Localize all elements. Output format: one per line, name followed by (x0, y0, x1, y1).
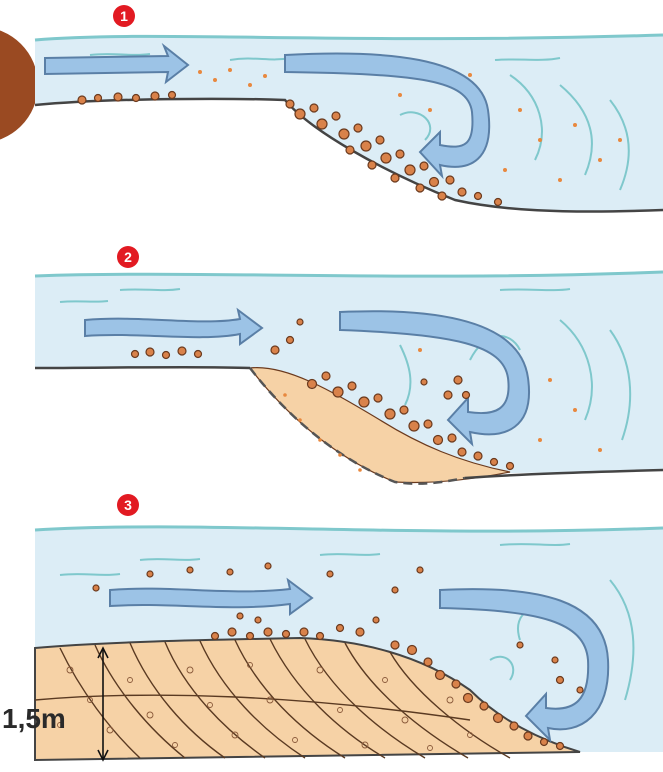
panel-2-surface-line (35, 272, 663, 276)
panel-1: 1 (35, 5, 663, 212)
panel-3: 1,5m 3 (2, 494, 663, 760)
panel-2-marker-number: 2 (124, 249, 132, 265)
corner-brown-disc (0, 27, 38, 143)
panel-2: 2 (35, 246, 663, 484)
thickness-label: 1,5m (2, 703, 66, 734)
panel-1-marker-number: 1 (120, 8, 128, 24)
panel-3-marker-number: 3 (124, 497, 132, 513)
